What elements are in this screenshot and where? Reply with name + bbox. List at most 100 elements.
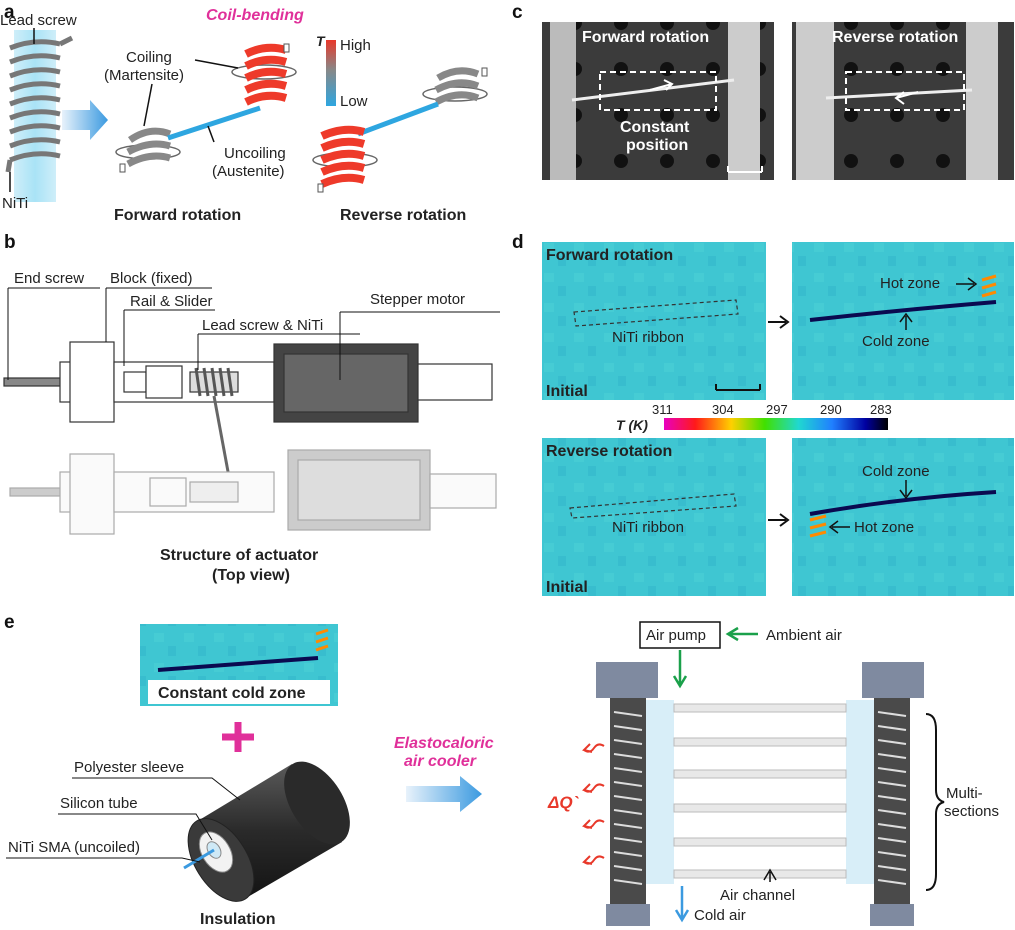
thermal-colorbar: [664, 418, 888, 430]
right-assembly: [966, 22, 998, 180]
panel-label-a: a: [4, 2, 15, 23]
reverse-rotation-photo-label: Reverse rotation: [832, 29, 958, 46]
temperature-high-label: High: [340, 37, 371, 54]
colorbar-tick: 297: [766, 402, 788, 417]
lead-screw-niti-label: Lead screw & NiTi: [202, 317, 323, 334]
austenite-label: (Austenite): [212, 163, 285, 180]
niti-ribbon-outline: [573, 299, 739, 327]
constant-position-box: [845, 71, 965, 111]
big-arrow-icon: [406, 776, 482, 812]
air-cooler-device: [596, 662, 924, 926]
cold-coil: [126, 127, 172, 168]
coil-bending-title: Coil-bending: [206, 7, 304, 24]
cold-zone-arrow-icon: [899, 312, 913, 330]
bottom-cap-left: [606, 904, 650, 926]
martensite-leader: [143, 83, 153, 127]
forward-rotation-thermal-label: Forward rotation: [546, 247, 673, 264]
cold-zone-label: Cold zone: [862, 463, 930, 480]
top-cap-right: [862, 662, 924, 698]
panel-label-d: d: [512, 232, 524, 253]
martensite-label: (Martensite): [104, 67, 184, 84]
multi-label: Multi-: [946, 785, 983, 802]
coiling-label: Coiling: [126, 49, 172, 66]
insulation-cylinder: [183, 761, 350, 902]
actuator-caption-title: Structure of actuator: [160, 547, 318, 564]
bottom-cap-right: [870, 904, 914, 926]
forward-rotation-photo-label: Forward rotation: [582, 29, 709, 46]
reverse-rotation-label: Reverse rotation: [340, 207, 466, 224]
colorbar-tick: 311: [652, 402, 673, 417]
colorbar-tick: 283: [870, 402, 892, 417]
colorbar-tick: 290: [820, 402, 842, 417]
fixed-block: [69, 341, 115, 423]
cold-coil: [434, 67, 480, 106]
position-label: position: [626, 137, 688, 154]
reverse-rotation-thermal-label: Reverse rotation: [546, 443, 672, 460]
air-channel-arrow-icon: [763, 868, 777, 882]
big-arrow-icon: [62, 100, 108, 140]
cooler-title-1: Elastocaloric: [394, 735, 494, 752]
uncoiling-label: Uncoiling: [224, 145, 286, 162]
right-arrow-icon: [768, 315, 790, 329]
manifold-left: [646, 700, 674, 884]
stepper-motor-label: Stepper motor: [370, 291, 465, 308]
cold-ribbon: [809, 490, 997, 516]
temperature-symbol: T: [316, 33, 326, 49]
ribbon-end: [317, 183, 324, 193]
actuator-top-view: [3, 341, 493, 423]
panel-b: b End s: [3, 232, 500, 584]
hot-coil: [244, 43, 288, 106]
multi-section-brace: [925, 713, 945, 891]
thermal-forward-final: [792, 242, 1014, 400]
left-assembly: [550, 22, 576, 180]
insulation-label: Insulation: [200, 911, 276, 928]
coiling-leader: [194, 59, 239, 69]
polyester-sleeve-label: Polyester sleeve: [74, 759, 184, 776]
motor-core: [283, 353, 409, 413]
constant-label: Constant: [620, 119, 690, 136]
hot-zone-label: Hot zone: [854, 519, 914, 536]
panel-e-leaders: [6, 777, 241, 863]
panel-b-leaders: [7, 287, 500, 380]
panel-c: c Forward rotation Reverse rotation Cons…: [512, 2, 1014, 180]
coils-in-columns: [613, 711, 907, 885]
ambient-air-label: Ambient air: [766, 627, 842, 644]
thermal-reverse-initial: [542, 438, 766, 596]
air-channel-tubes: [673, 703, 847, 879]
temperature-axis-label: T (K): [616, 417, 648, 433]
cylinder-back: [284, 761, 350, 845]
actuator-caption-subtitle: (Top view): [212, 567, 290, 584]
rail-slider-label: Rail & Slider: [130, 293, 213, 310]
silicon-tube-label: Silicon tube: [60, 795, 138, 812]
hot-zone-coil: [981, 274, 997, 298]
niti-ribbon-label: NiTi ribbon: [612, 329, 684, 346]
air-in-arrow-icon: [672, 650, 688, 689]
cold-zone-arrow-icon: [899, 480, 913, 500]
niti-ribbon-outline: [569, 493, 737, 519]
scale-bar: [727, 166, 763, 173]
cooler-title-2: air cooler: [404, 753, 477, 770]
panel-e: e Constant cold zone Polyester sleeve Si…: [4, 612, 999, 928]
constant-position-box: [599, 71, 717, 111]
niti-wire: [183, 848, 215, 870]
thermal-forward-initial: [542, 242, 766, 400]
rotation-ellipse: [422, 86, 488, 102]
ribbon-end: [481, 67, 488, 77]
panel-label-b: b: [4, 232, 16, 253]
hot-zone-arrow-icon: [828, 520, 850, 534]
niti-on-lead-screw: [194, 367, 234, 397]
air-pump-box: [639, 621, 721, 649]
cold-ribbon: [809, 300, 997, 322]
air-channel-label: Air channel: [720, 887, 795, 904]
temperature-bar: [326, 40, 336, 106]
panel-label-e: e: [4, 612, 15, 633]
hot-zone-label: Hot zone: [880, 275, 940, 292]
thermal-reverse-final: [792, 438, 1014, 596]
temperature-low-label: Low: [340, 93, 368, 110]
cold-air-arrow-icon: [674, 886, 690, 923]
right-assembly: [728, 22, 760, 180]
cold-zone-label: Cold zone: [862, 333, 930, 350]
right-column: [874, 698, 910, 908]
right-arrow-icon: [768, 513, 790, 527]
